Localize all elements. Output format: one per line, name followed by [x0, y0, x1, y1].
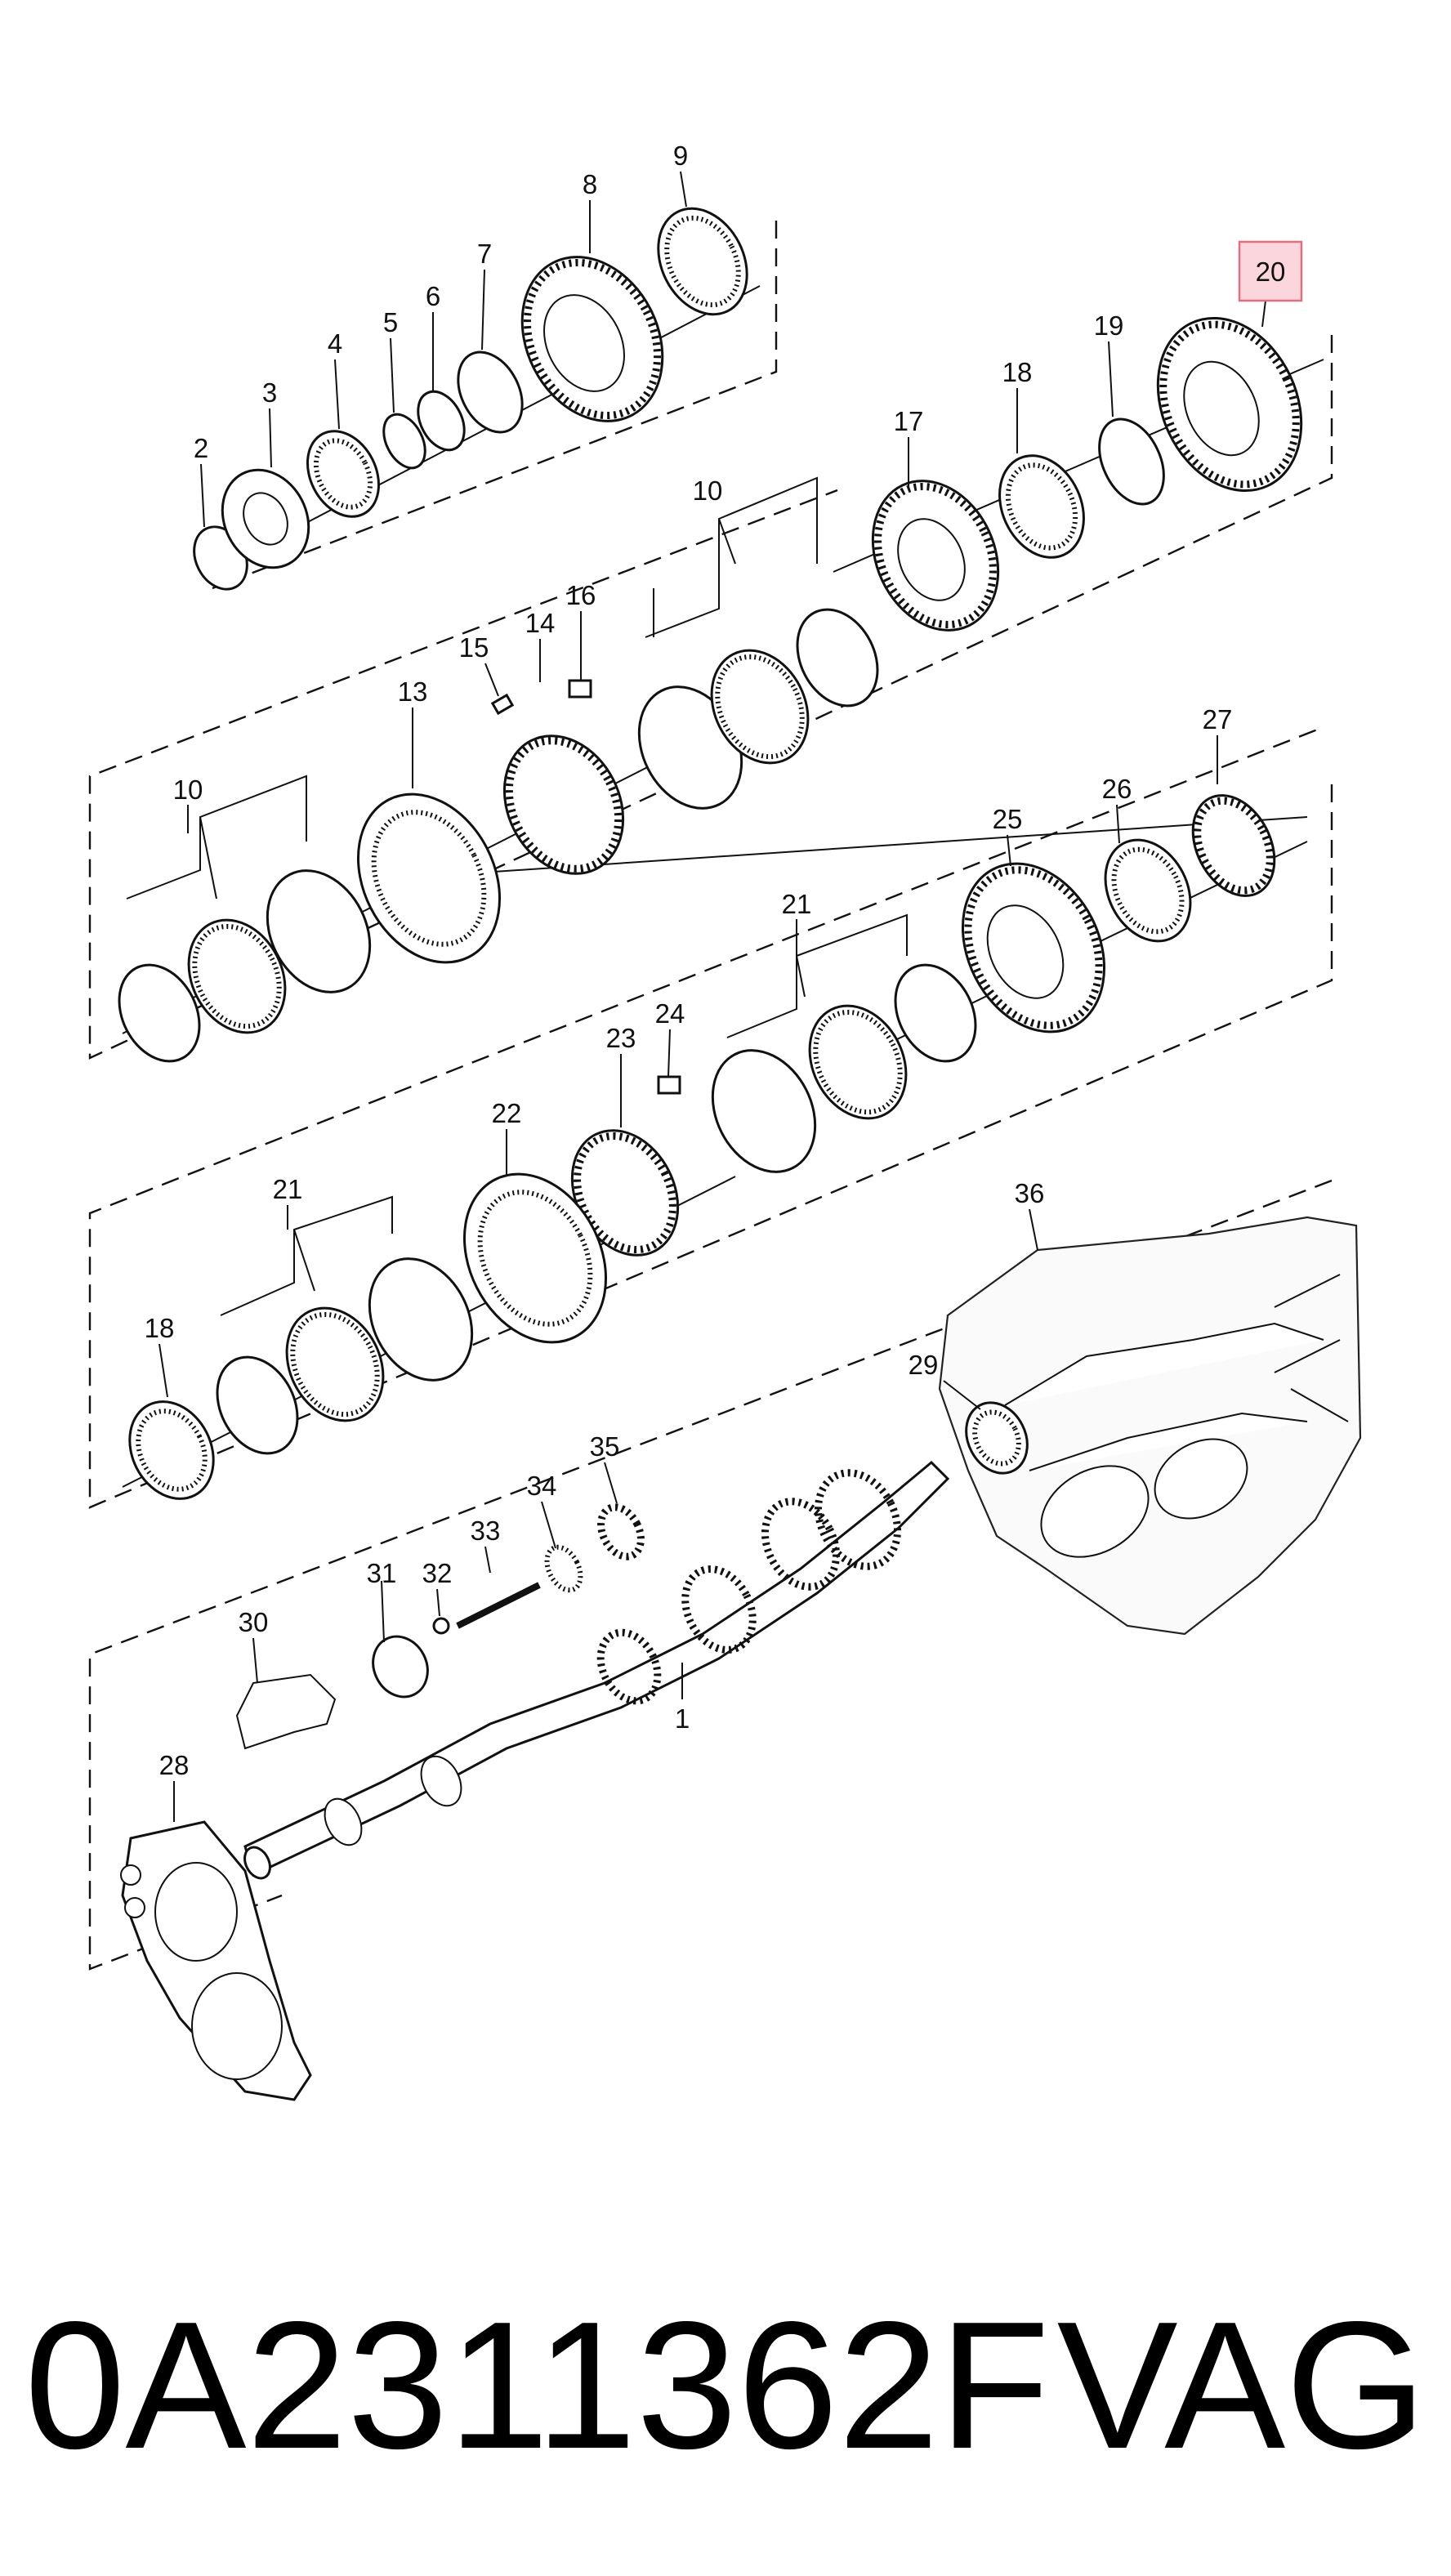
callout-2: 2 [194, 433, 208, 463]
callout-14: 14 [525, 608, 556, 638]
highlight-callout-20 [1238, 240, 1303, 302]
callout-9: 9 [673, 141, 688, 171]
callout-32: 32 [422, 1558, 453, 1588]
brand-name: VAG [1056, 2284, 1426, 2487]
callout-18-upper: 18 [1002, 357, 1033, 387]
callout-23: 23 [606, 1023, 636, 1053]
callout-31: 31 [367, 1558, 397, 1588]
part-number: 0A2311362F [25, 2284, 1050, 2487]
bearing-flange [120, 1820, 312, 2101]
callout-10-lower: 10 [173, 775, 203, 805]
callout-21-lower: 21 [273, 1174, 303, 1204]
row1-right-parts [871, 316, 1303, 632]
callout-13: 13 [398, 676, 428, 707]
callout-3: 3 [262, 377, 277, 408]
callout-30: 30 [239, 1607, 269, 1637]
callout-28: 28 [159, 1750, 190, 1780]
callout-21-upper: 21 [782, 889, 812, 919]
row3-right-parts [570, 794, 1276, 1257]
callout-36: 36 [1015, 1178, 1045, 1208]
callout-33: 33 [471, 1516, 501, 1546]
callout-4: 4 [328, 328, 342, 359]
selector-parts [235, 1503, 645, 1750]
callout-labels: 2 3 4 5 6 7 8 9 10 13 14 15 16 10 17 18 … [145, 141, 1286, 1780]
exploded-gearbox-diagram: 2 3 4 5 6 7 8 9 10 13 14 15 16 10 17 18 … [88, 141, 1362, 2101]
callout-34: 34 [527, 1471, 557, 1501]
row2-parts [118, 608, 879, 1063]
callout-8: 8 [583, 169, 597, 199]
row1-parts [193, 207, 748, 591]
callout-10-upper: 10 [693, 475, 723, 506]
part-number-footer: 0A2311362F VAG [25, 2279, 1426, 2492]
callout-35: 35 [590, 1431, 620, 1462]
callout-25: 25 [993, 804, 1023, 834]
main-shaft [243, 1460, 950, 1880]
callout-1: 1 [675, 1703, 690, 1734]
callout-7: 7 [477, 239, 492, 269]
callout-19: 19 [1094, 310, 1124, 341]
group-frames [88, 221, 1333, 1971]
callout-18-lower: 18 [145, 1313, 175, 1343]
callout-16: 16 [566, 580, 596, 610]
callout-27: 27 [1203, 704, 1233, 734]
callout-26: 26 [1102, 774, 1132, 804]
row4-parts [128, 1172, 608, 1500]
callout-22: 22 [492, 1098, 522, 1128]
callout-17: 17 [894, 406, 924, 436]
callout-20: 20 [1256, 257, 1286, 287]
callout-29: 29 [909, 1350, 939, 1380]
leader-lines [126, 171, 1267, 1822]
transmission-housing [938, 1216, 1362, 1636]
callout-5: 5 [383, 307, 398, 337]
callout-24: 24 [655, 998, 685, 1029]
callout-15: 15 [459, 632, 489, 663]
callout-6: 6 [426, 281, 440, 311]
